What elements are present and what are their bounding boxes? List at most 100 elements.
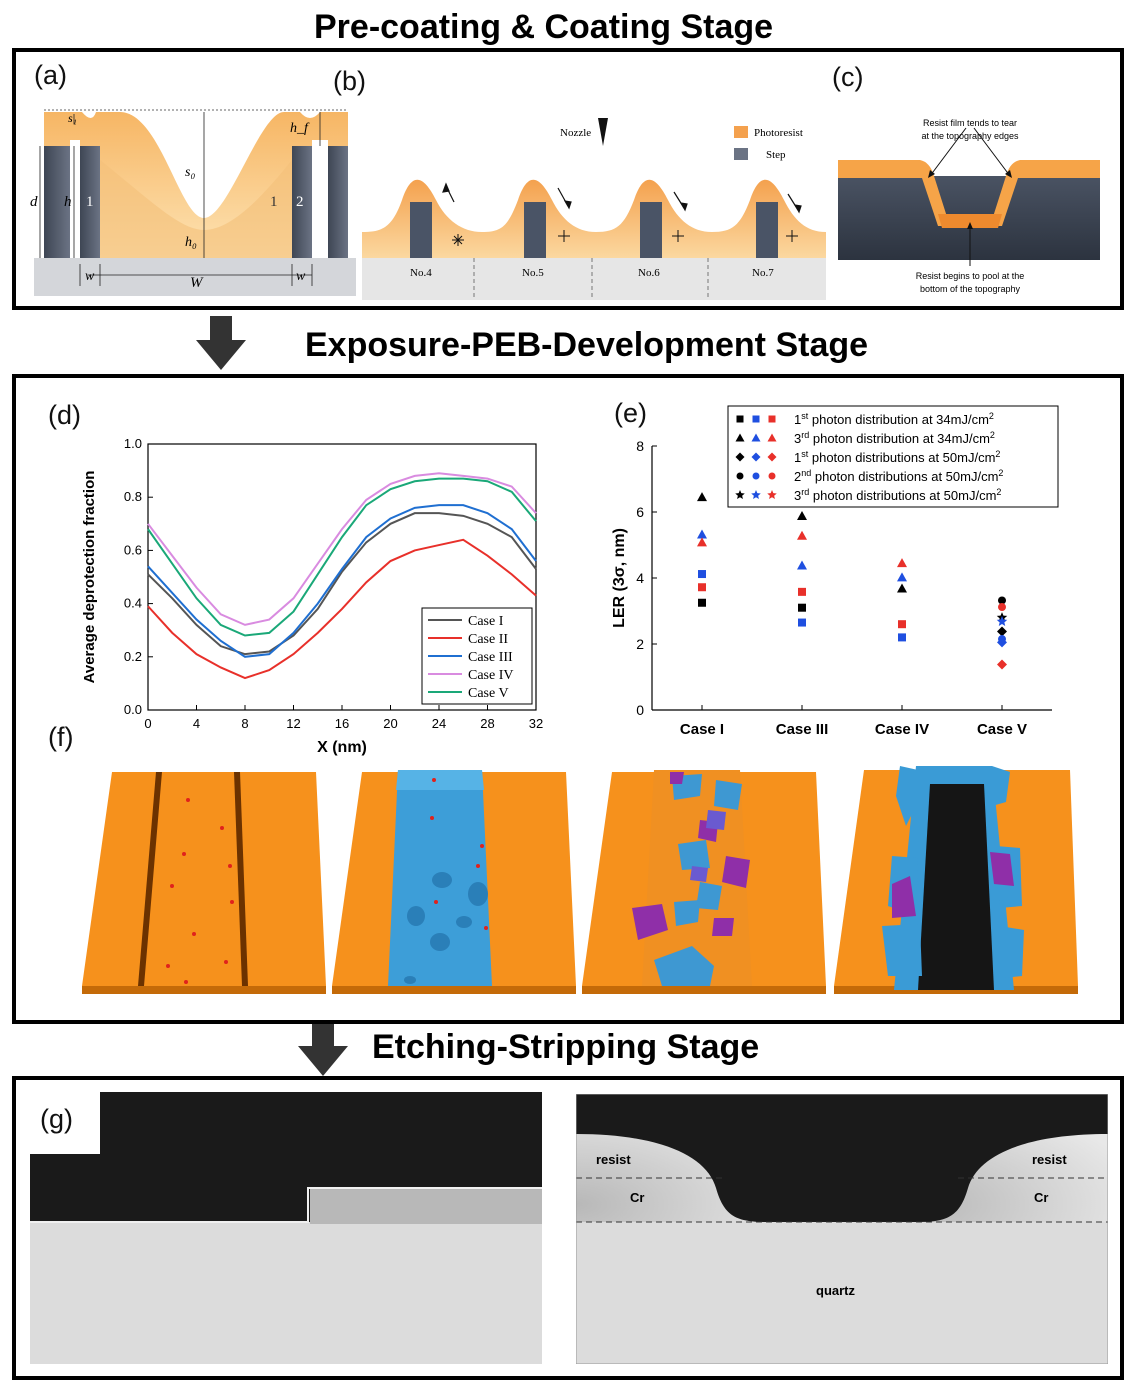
tear-annotation-line2: at the topography edges [921,131,1019,141]
data-point-triangle [797,530,807,540]
h0-label: h₀ [185,235,197,250]
step-1-right-label: 1 [270,194,278,210]
s0-label: s₀ [185,165,195,180]
legend-marker [768,472,776,480]
s1-label: s₁ [68,111,77,125]
legend-box [727,405,1059,508]
data-point-diamond [997,637,1007,648]
w-left-label: w [85,269,95,284]
step-1-left-label: 1 [86,194,94,210]
step-label-no6: No.6 [638,267,660,279]
data-point-square [898,620,906,629]
panel-f-render-4 [834,766,1078,994]
nozzle-label: Nozzle [560,127,591,139]
x-tick-label: 32 [529,716,543,731]
data-point-triangle [697,529,707,539]
legend-marker [751,433,761,442]
series-line-2 [147,538,537,680]
legend-marker [751,452,761,462]
data-point-triangle [797,510,807,520]
data-point-diamond [997,659,1007,670]
panel-label-f: (f) [48,722,74,752]
data-point-circle [998,603,1006,612]
data-point-triangle [897,583,907,593]
step-2-label: 2 [296,194,304,210]
legend-label: 1st photon distribution at 34mJ/cm2 [794,411,994,427]
legend-label: Case V [468,686,509,701]
resist-right-label: resist [1032,1152,1067,1167]
panel-f-render-1 [82,772,326,994]
y-tick-label: 2 [636,636,644,652]
data-point-triangle [697,537,707,547]
series-line-4 [147,472,537,626]
panel-f-render-3 [582,770,826,994]
legend-marker [767,490,777,500]
y-tick-label: 6 [636,504,644,520]
legend-marker [736,415,744,423]
y-tick-label: 0.2 [124,649,142,664]
data-point-circle [998,596,1006,605]
legend-marker [735,452,745,462]
step-label-no4: No.4 [410,267,432,279]
legend-marker [735,490,745,500]
legend-marker [767,452,777,462]
data-point-triangle [797,560,807,570]
legend-label: Case III [468,650,513,665]
y-tick-label: 0.8 [124,489,142,504]
panel-label-d: (d) [48,400,81,430]
legend-marker [752,415,760,423]
d-label: d [30,194,38,210]
data-point-diamond [997,626,1007,637]
data-point-square [798,618,806,627]
cr-left-label: Cr [630,1190,644,1205]
y-axis-label: Average deprotection fraction [81,471,98,684]
legend-marker [736,472,744,480]
series-line-1 [147,512,537,656]
panel-g-left-image [30,1092,542,1364]
legend-photoresist-label: Photoresist [754,127,803,139]
legend-label: Case IV [468,668,514,683]
pool-annotation-line1: Resist begins to pool at the [916,271,1025,281]
down-arrow-icon [298,1022,348,1076]
W-label: W [190,275,204,291]
legend-step-label: Step [766,149,786,161]
series-line-5 [147,477,537,637]
quartz-label: quartz [816,1283,856,1298]
y-tick-label: 1.0 [124,436,142,451]
data-point-square [898,633,906,642]
x-tick-label: 24 [432,716,446,731]
x-tick-label: 20 [383,716,397,731]
x-tick-label: 8 [241,716,248,731]
legend-label: 3rd photon distributions at 50mJ/cm2 [794,487,1001,503]
hf-label: h_f [290,121,310,136]
y-tick-label: 8 [636,438,644,454]
legend-label: 1st photon distributions at 50mJ/cm2 [794,449,1000,465]
down-arrow-icon [196,316,246,370]
x-tick-label: 4 [193,716,200,731]
x-tick-label: Case III [776,721,829,738]
legend-marker [751,490,761,500]
step-label-no7: No.7 [752,267,774,279]
step-label-no5: No.5 [522,267,544,279]
data-point-square [698,570,706,579]
legend-marker [767,433,777,442]
legend-label: Case I [468,614,504,629]
legend-marker [768,415,776,423]
panel-label-c: (c) [832,62,864,92]
panel-f-render-2 [332,770,576,994]
panel-b-diagram: Nozzle Photoresist Step No.4 No.5 No.6 N… [362,118,826,300]
tear-annotation-line1: Resist film tends to tear [923,118,1017,128]
data-point-square [698,598,706,607]
legend-label: Case II [468,632,508,647]
x-tick-label: 0 [144,716,151,731]
panel-g-right-image: resist resist Cr Cr quartz [576,1094,1108,1364]
data-point-square [798,603,806,612]
panel-a-diagram: s₁ h_f s₀ d h h₀ 1 1 2 w W w [30,109,356,296]
y-tick-label: 0.0 [124,702,142,717]
x-tick-label: Case IV [875,721,929,738]
y-tick-label: 0 [636,702,644,718]
data-point-square [698,583,706,592]
data-point-triangle [897,558,907,568]
etching-stage-title: Etching-Stripping Stage [372,1028,760,1066]
